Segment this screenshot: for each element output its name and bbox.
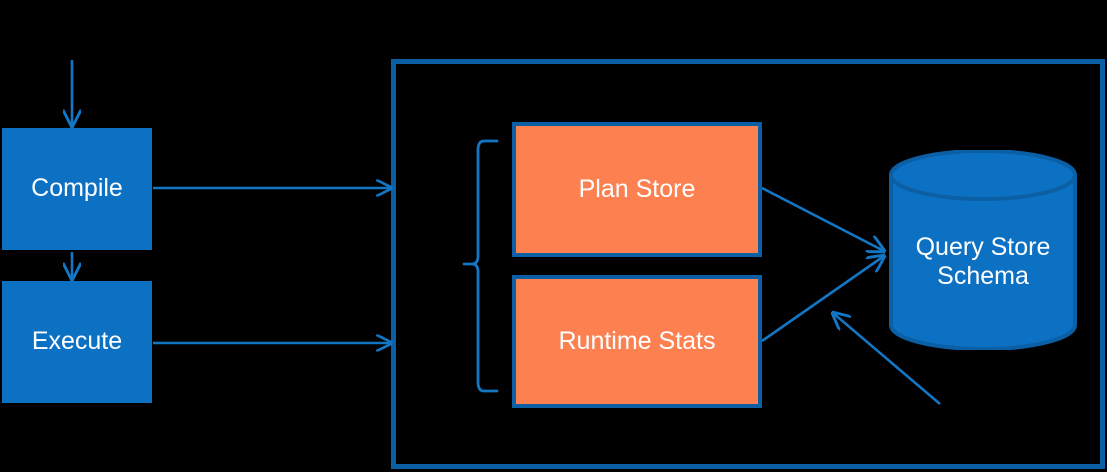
node-execute[interactable]: Execute: [2, 281, 152, 403]
connector-external-to-schema: [833, 313, 941, 405]
node-query-store-schema-label: Query Store Schema: [915, 232, 1051, 291]
node-plan-store-label: Plan Store: [578, 174, 696, 203]
query-store-container: [391, 59, 1105, 469]
node-compile[interactable]: Compile: [2, 128, 152, 250]
node-execute-label: Execute: [31, 327, 123, 356]
node-runtime-stats-label: Runtime Stats: [558, 326, 716, 355]
node-plan-store[interactable]: Plan Store: [512, 122, 762, 257]
connector-runtime-stats-to-schema: [761, 256, 884, 343]
node-query-store-schema[interactable]: Query Store Schema: [888, 150, 1078, 350]
node-runtime-stats[interactable]: Runtime Stats: [512, 275, 762, 408]
database-cylinder-icon: [889, 150, 1077, 350]
node-compile-label: Compile: [31, 174, 123, 203]
store-group-brace: [470, 139, 499, 393]
connector-plan-store-to-schema: [761, 186, 884, 251]
